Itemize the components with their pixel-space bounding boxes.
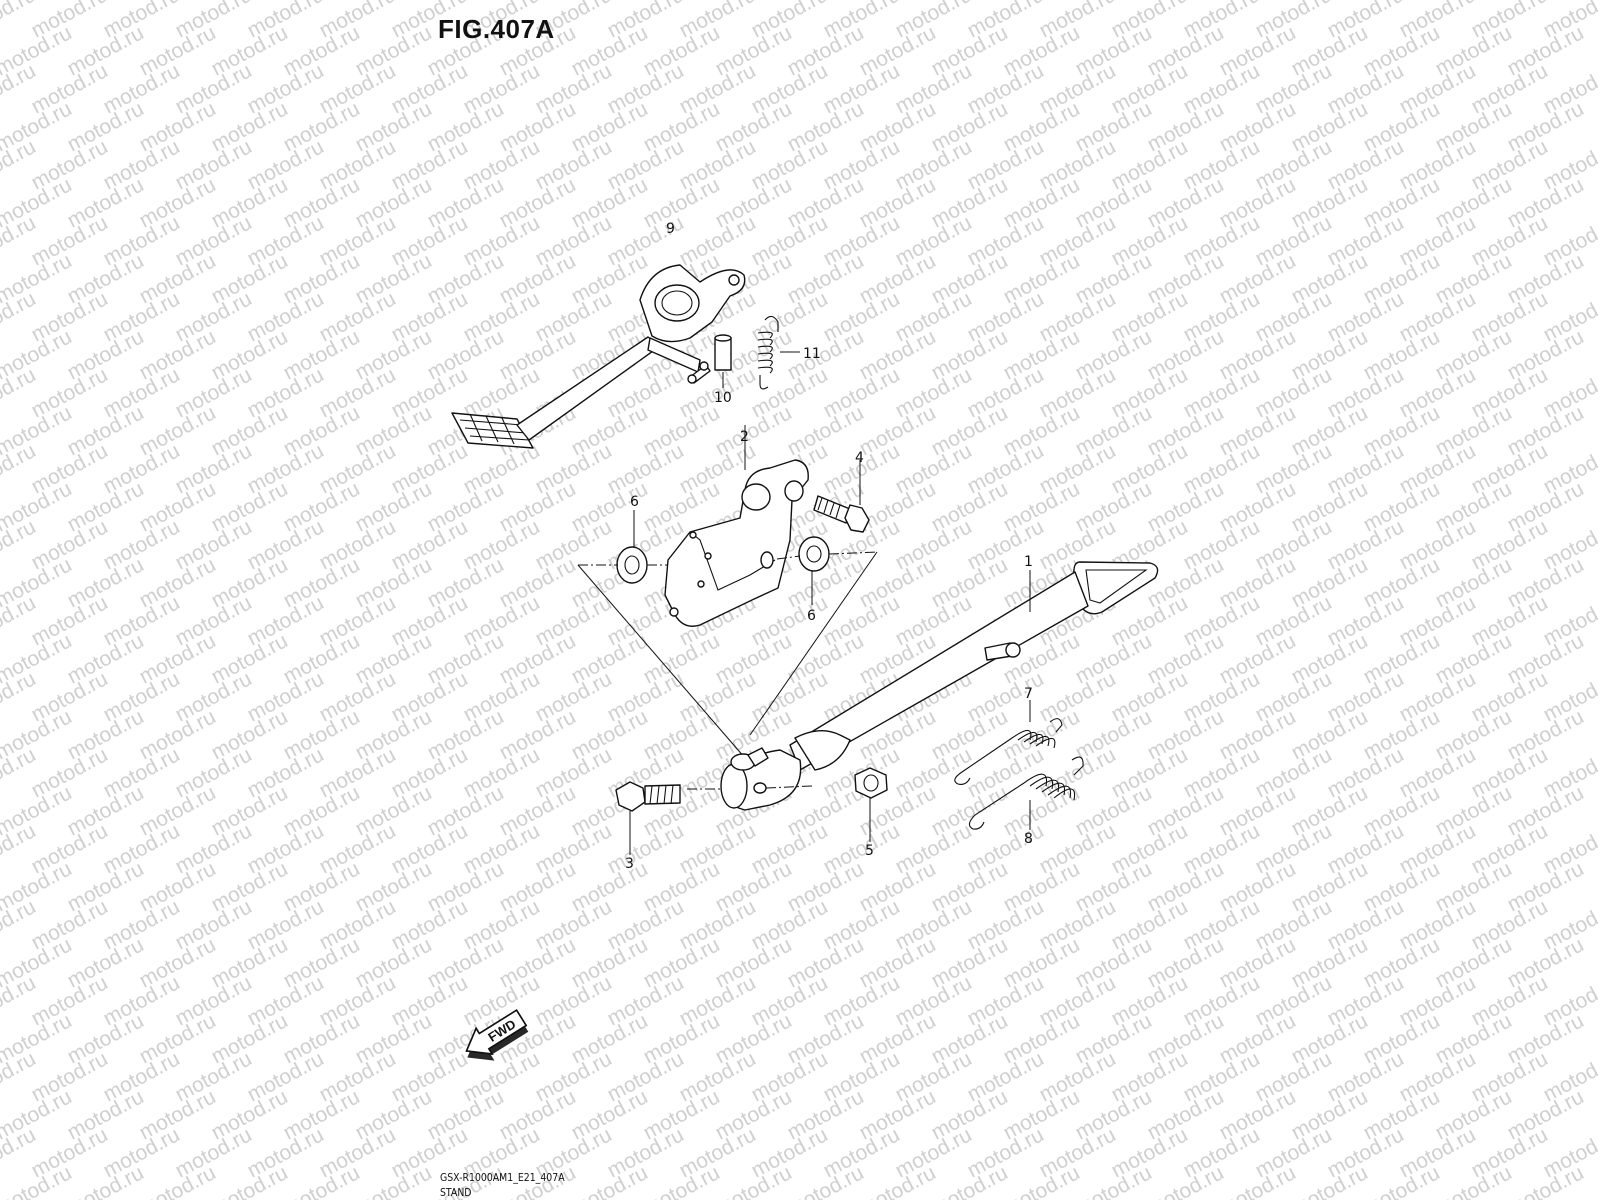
callout-6a: 6 (630, 494, 639, 510)
fwd-arrow-icon: FWD (465, 1009, 529, 1061)
callout-7: 7 (1024, 686, 1033, 702)
pivot-nut (854, 767, 888, 842)
watermark-text: motod.ru (0, 1161, 4, 1200)
stand-pivot (687, 747, 813, 811)
callout-10: 10 (714, 390, 732, 406)
callout-labels: 1 2 3 4 5 6 6 7 8 9 10 11 (625, 221, 1033, 872)
callout-1: 1 (1024, 554, 1033, 570)
brake-pedal (451, 264, 746, 449)
assembly-guide-lines (577, 551, 878, 759)
washer-left (616, 510, 648, 584)
washer-right (798, 536, 830, 605)
callout-4: 4 (855, 450, 864, 466)
stand-bracket (664, 425, 809, 627)
section-name: STAND (440, 1186, 472, 1199)
stand-spring-outer (968, 756, 1084, 830)
side-stand (789, 561, 1159, 771)
drawing-code: GSX-R1000AM1_E21_407A (440, 1171, 565, 1184)
figure-title: FIG.407A (438, 14, 555, 44)
callout-9: 9 (666, 221, 675, 237)
callout-2: 2 (740, 429, 749, 445)
callout-8: 8 (1024, 831, 1033, 847)
pivot-bolt (615, 781, 681, 855)
pedal-return-spring (757, 315, 800, 390)
callout-3: 3 (625, 856, 634, 872)
callout-6b: 6 (807, 608, 816, 624)
callout-5: 5 (865, 843, 874, 859)
callout-11: 11 (803, 346, 821, 362)
bracket-bolt (813, 460, 870, 533)
pivot-pin (714, 334, 732, 388)
stand-spring-inner (954, 700, 1063, 785)
